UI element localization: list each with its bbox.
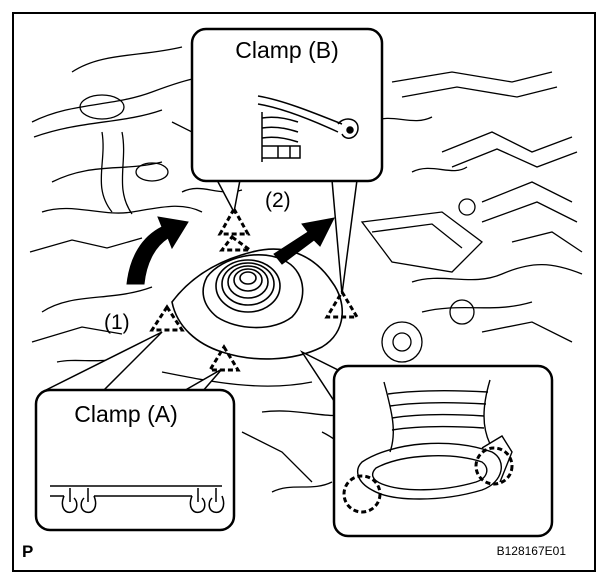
clamp-a-marker-bottom — [207, 344, 241, 372]
engine-bay-background — [29, 46, 583, 493]
engine-diagram: Clamp (B) Clamp (A) — [12, 12, 596, 572]
lock-circle-right — [474, 446, 514, 486]
callout-a-box — [34, 388, 236, 532]
figure-code: B128167E01 — [497, 544, 567, 558]
hose-boot — [171, 248, 343, 360]
step-1-label: (1) — [104, 311, 130, 334]
connector-detail — [356, 379, 513, 500]
step-2-arrow — [273, 217, 335, 265]
clamp-b-marker-top — [217, 205, 251, 236]
clamp-a-marker-left — [149, 304, 185, 332]
connector-box — [332, 364, 554, 538]
clamp-a-label: Clamp (A) — [74, 401, 178, 427]
callout-clamp-a: Clamp (A) — [34, 331, 236, 532]
diagram-frame: Clamp (B) Clamp (A) — [12, 12, 596, 572]
lock-circle-left — [342, 474, 382, 514]
clamp-b-marker-low — [218, 234, 255, 252]
clamp-markers — [149, 205, 360, 372]
clamp-b-detail — [257, 95, 359, 162]
figure-border — [12, 12, 596, 572]
clamp-a-detail — [50, 485, 225, 514]
step-2-label: (2) — [265, 189, 291, 212]
corner-letter: P — [22, 542, 33, 561]
clamp-b-label: Clamp (B) — [235, 37, 339, 63]
callout-connector — [299, 350, 554, 538]
callout-b-box — [190, 27, 384, 183]
callout-clamp-b: Clamp (B) — [190, 27, 384, 295]
clamp-marker-right — [324, 289, 360, 319]
step-1-arrow — [126, 216, 189, 285]
